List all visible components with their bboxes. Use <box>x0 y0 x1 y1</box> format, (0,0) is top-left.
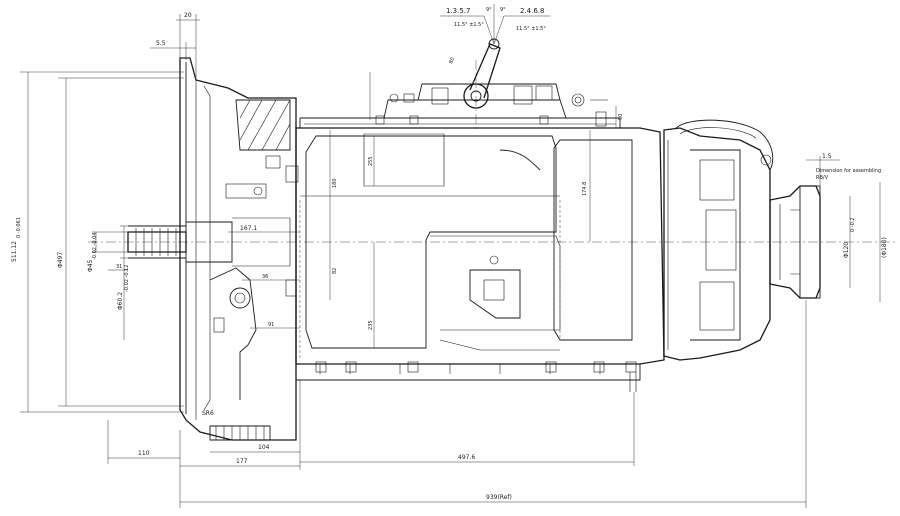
dim-sr6: SR6 <box>202 410 214 417</box>
dimension-texts: 20 5.5 80 50 255 180 174.8 167.1 82 235 … <box>11 12 888 501</box>
dim-20: 20 <box>184 12 192 19</box>
dim-939-ref: 939(Ref) <box>486 494 512 501</box>
center-lines <box>88 60 895 243</box>
angle-right-label: 9° <box>500 7 506 13</box>
dim-497-6: 497.6 <box>458 454 475 461</box>
tol-left-label: 11.5° ±1.5° <box>454 22 484 28</box>
dim-110: 110 <box>138 450 150 457</box>
bell-housing <box>179 57 299 441</box>
note-assembling-sub: RB/V <box>816 175 829 181</box>
angle-left-label: 9° <box>486 7 492 13</box>
dim-31: 31 <box>116 264 122 270</box>
rear-housing <box>663 119 821 361</box>
dim-phi497: Φ497 <box>57 252 64 268</box>
dim-phi511: 511.12 <box>11 241 18 262</box>
dim-50: 50 <box>618 114 624 120</box>
input-shaft <box>127 217 291 267</box>
dim-phi45-tol: -0.02 -0.04 <box>92 233 98 260</box>
dim-phi120-tol: 0 -0.2 <box>850 217 856 232</box>
dim-104: 104 <box>258 444 270 451</box>
dim-177: 177 <box>236 458 248 465</box>
note-assembling: Dimension for assembling <box>816 168 881 174</box>
dim-phi60-tol: -0.02 -0.12 <box>124 265 130 292</box>
shift-tower <box>375 38 608 127</box>
dim-91: 91 <box>268 322 274 328</box>
dim-phi60: Φ60.2 <box>117 292 124 310</box>
dim-255: 255 <box>368 156 374 166</box>
dimension-lines <box>20 14 881 508</box>
dim-82: 82 <box>332 268 338 274</box>
dim-235: 235 <box>368 320 374 330</box>
dim-1-5: 1.5 <box>822 153 832 160</box>
dim-phi180: (Φ180) <box>881 237 888 258</box>
right-gears-label: 2.4.6.8 <box>520 7 545 15</box>
main-case <box>295 117 665 392</box>
dim-phi120: Φ120 <box>843 242 850 258</box>
dim-phi511-tol: 0 -0.061 <box>16 217 22 238</box>
tol-right-label: 11.5° ±1.5° <box>516 26 546 32</box>
dim-180: 180 <box>332 178 338 188</box>
dim-5-5: 5.5 <box>156 40 166 47</box>
dim-80: 80 <box>448 57 456 65</box>
dim-phi45: Φ45 <box>87 259 94 272</box>
left-gears-label: 1.3.5.7 <box>446 7 471 15</box>
shift-pattern-annotation: 1.3.5.7 2.4.6.8 9° 9° 11.5° ±1.5° 11.5° … <box>440 4 550 45</box>
dim-36: 36 <box>262 274 268 280</box>
dim-167-1: 167.1 <box>240 225 257 232</box>
dim-174-8: 174.8 <box>582 182 588 196</box>
